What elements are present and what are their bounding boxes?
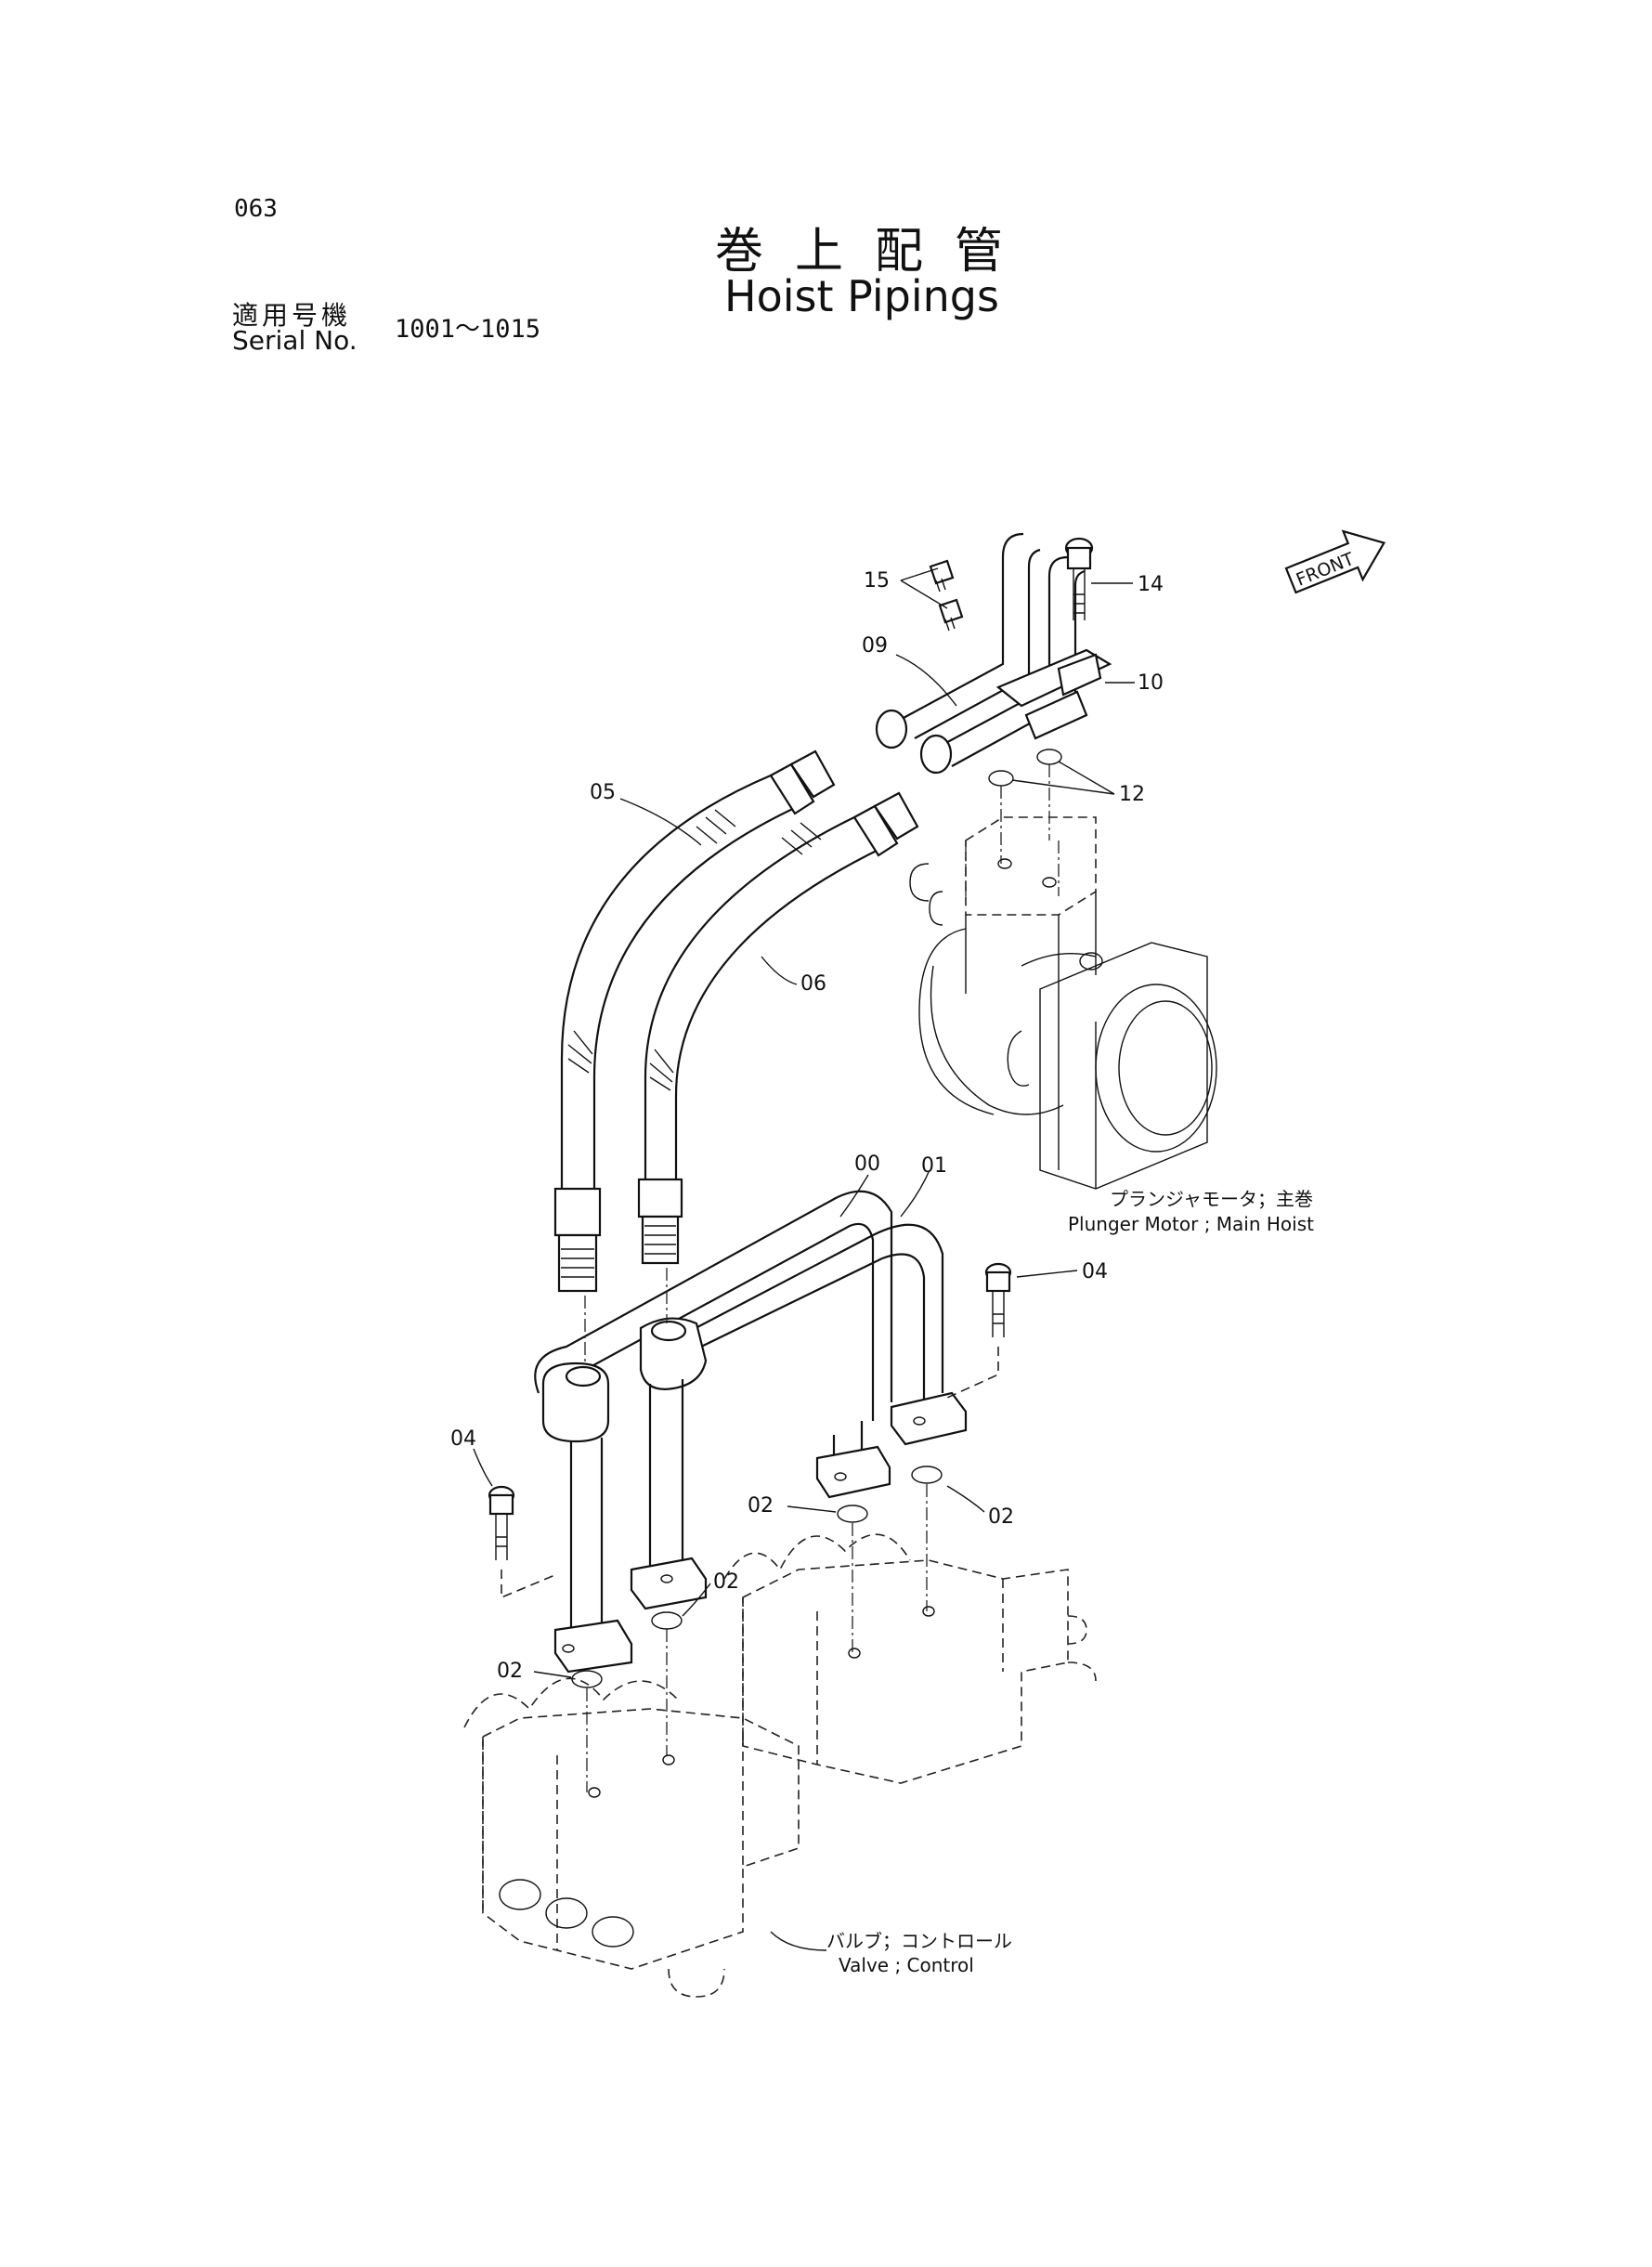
bolt-04-left xyxy=(488,1485,558,1599)
control-valve-front xyxy=(463,1677,800,1998)
hose-05 xyxy=(553,749,836,1293)
callout-15: 15 xyxy=(864,569,890,593)
valve-caption-english: Valve ; Control xyxy=(839,1954,974,1976)
bolt-14 xyxy=(1064,537,1094,620)
assembly-centerlines-lower xyxy=(586,1484,928,1792)
plunger-motor xyxy=(909,816,1217,1190)
valve-leader-line xyxy=(770,1931,827,1951)
callout-06: 06 xyxy=(800,972,826,996)
callout-02-upper-right: 02 xyxy=(988,1505,1014,1529)
page-number: 063 xyxy=(234,195,278,223)
callout-leaders xyxy=(473,567,1135,1678)
title-japanese: 巻上配管 xyxy=(715,224,1035,280)
callout-05: 05 xyxy=(590,781,616,804)
flange-right-pair xyxy=(815,1391,968,1499)
bolt-04-right xyxy=(946,1262,1012,1399)
callout-01: 01 xyxy=(921,1154,947,1178)
vertical-pipe-left xyxy=(541,1362,633,1674)
flange-10 xyxy=(1057,653,1102,697)
plug-15 xyxy=(929,559,964,632)
front-label: FRONT xyxy=(1294,549,1358,591)
front-arrow-mark: FRONT xyxy=(1284,529,1386,594)
callout-14: 14 xyxy=(1138,573,1164,596)
callout-12: 12 xyxy=(1119,783,1145,806)
motor-caption-english: Plunger Motor ; Main Hoist xyxy=(1068,1213,1314,1235)
hose-06 xyxy=(637,791,919,1265)
callout-09: 09 xyxy=(862,634,888,658)
title-english: Hoist Pipings xyxy=(724,271,999,321)
callout-02-middle: 02 xyxy=(713,1570,739,1594)
serial-label-english: Serial No. xyxy=(232,325,358,356)
o-ring-12 xyxy=(988,749,1062,864)
valve-caption-japanese: バルブ；コントロール xyxy=(826,1930,1012,1952)
assembly-centerlines-hose xyxy=(584,1268,668,1365)
control-valve-rear xyxy=(723,1533,1097,1784)
pipe-09 xyxy=(875,532,1112,775)
hose-06-mesh-upper xyxy=(781,822,822,855)
callout-10: 10 xyxy=(1138,671,1164,695)
hose-05-mesh-lower xyxy=(567,1030,593,1074)
motor-caption-japanese: プランジャモータ；主巻 xyxy=(1110,1188,1313,1210)
callout-04-right: 04 xyxy=(1082,1260,1108,1283)
callout-04-left: 04 xyxy=(450,1427,476,1451)
o-ring-02 xyxy=(571,1466,943,1688)
serial-label-japanese: 適用号機 xyxy=(232,300,352,331)
hose-05-mesh-upper xyxy=(696,809,736,844)
hose-06-mesh-lower xyxy=(649,1049,674,1091)
callout-02-upper-left: 02 xyxy=(748,1494,774,1518)
vertical-pipe-middle xyxy=(630,1317,708,1610)
callout-02-lower: 02 xyxy=(497,1660,523,1683)
serial-number-range: 1001～1015 xyxy=(395,315,541,344)
callout-00: 00 xyxy=(854,1153,880,1176)
